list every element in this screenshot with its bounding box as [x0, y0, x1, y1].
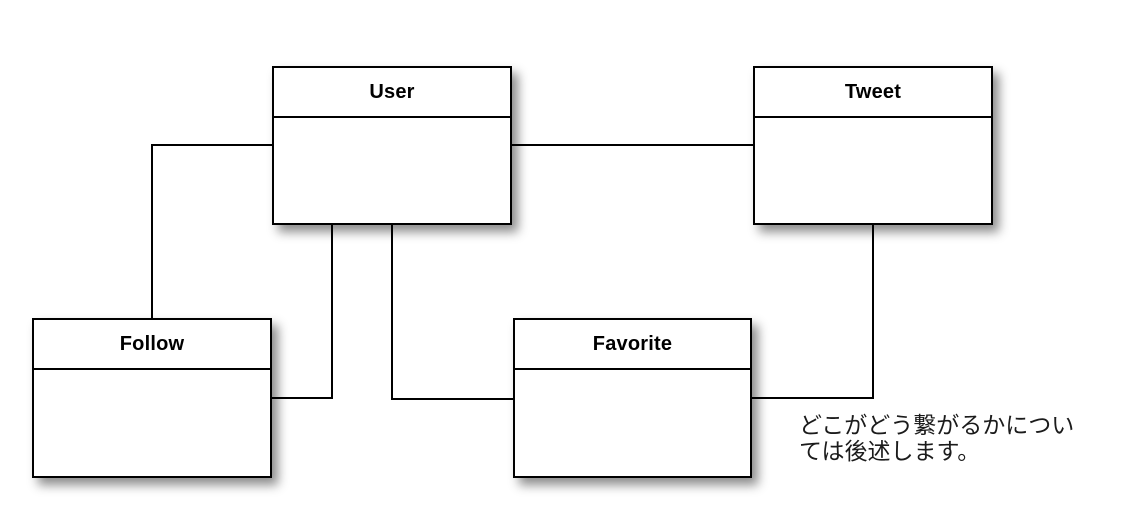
- entity-user: User: [272, 66, 512, 225]
- entity-follow-title: Follow: [119, 332, 185, 355]
- entity-user-title: User: [369, 80, 415, 103]
- annotation-line-2: ては後述します。: [799, 438, 981, 464]
- entity-user-body: [274, 118, 510, 223]
- entity-tweet: Tweet: [753, 66, 993, 225]
- entity-favorite-title: Favorite: [592, 332, 673, 355]
- entity-tweet-title: Tweet: [844, 80, 902, 103]
- entity-tweet-body: [755, 118, 991, 223]
- entity-tweet-header: Tweet: [755, 68, 991, 118]
- entity-follow-header: Follow: [34, 320, 270, 370]
- entity-favorite: Favorite: [513, 318, 752, 478]
- connector-user-follow-right: [272, 225, 333, 399]
- entity-follow: Follow: [32, 318, 272, 478]
- entity-favorite-body: [515, 370, 750, 476]
- connector-user-follow-top: [151, 144, 272, 318]
- connector-tweet-favorite: [752, 225, 874, 399]
- entity-follow-body: [34, 370, 270, 476]
- annotation-line-1: どこがどう繋がるかについ: [799, 412, 1075, 438]
- annotation-note: どこがどう繋がるかについ ては後述します。: [799, 412, 1074, 464]
- entity-user-header: User: [274, 68, 510, 118]
- connector-user-favorite: [391, 225, 513, 400]
- entity-favorite-header: Favorite: [515, 320, 750, 370]
